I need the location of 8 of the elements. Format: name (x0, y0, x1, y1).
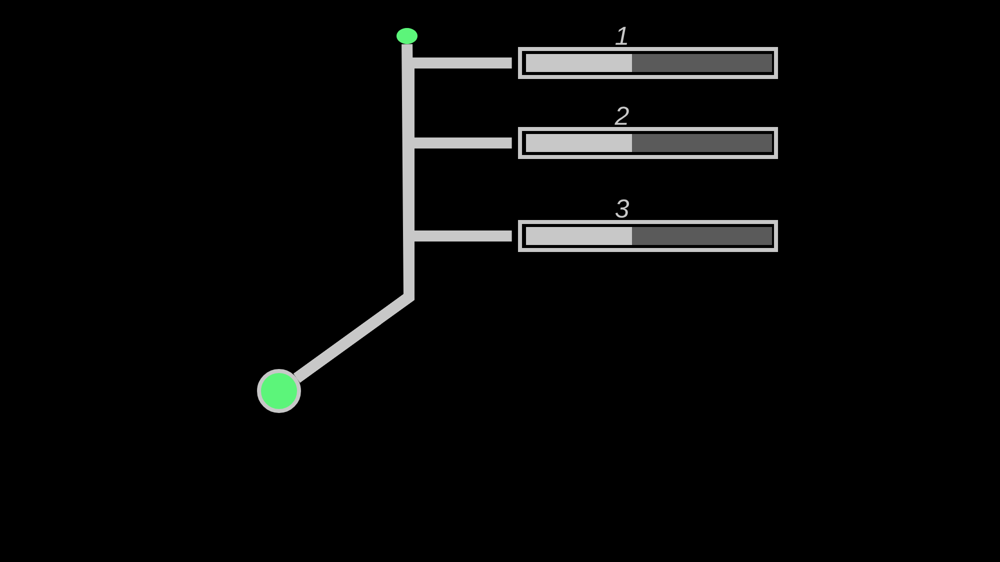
node-label: 3 (615, 199, 630, 218)
progress-bar: 2 (518, 106, 778, 159)
node-label: 2 (614, 106, 629, 125)
connector-line (294, 230, 512, 383)
node-label: 1 (615, 26, 628, 45)
progress-bar: 1 (518, 26, 778, 79)
end-dot (396, 28, 418, 44)
progress-bar: 3 (518, 199, 778, 252)
